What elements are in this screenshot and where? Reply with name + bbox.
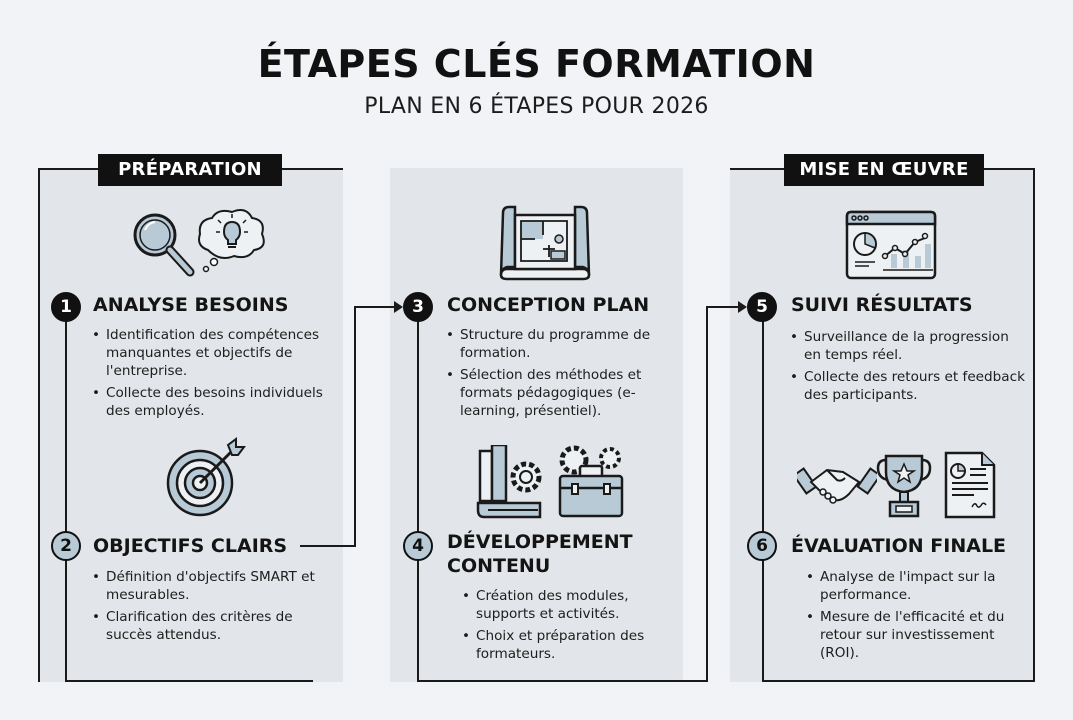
step-2-bullets: Définition d'objectifs SMART et mesurabl… bbox=[92, 568, 332, 648]
arrow-to-step-5-icon bbox=[738, 301, 747, 313]
step-5-bullets: Surveillance de la progression en temps … bbox=[790, 328, 1030, 408]
step-4-number-badge: 4 bbox=[403, 531, 433, 561]
page-subtitle: PLAN EN 6 ÉTAPES POUR 2026 bbox=[364, 94, 709, 119]
connector-2-3-vertical bbox=[354, 306, 356, 547]
step-6-number-badge: 6 bbox=[747, 531, 777, 561]
timeline-1-bottom bbox=[65, 680, 313, 682]
arrow-to-step-3-icon bbox=[394, 301, 403, 313]
trophy-icon bbox=[876, 454, 932, 518]
step-5-number-badge: 5 bbox=[747, 292, 777, 322]
blueprint-icon bbox=[499, 205, 591, 281]
step-4-title-line1: DÉVELOPPEMENT bbox=[447, 531, 633, 553]
timeline-2-vertical bbox=[417, 320, 419, 682]
report-document-icon bbox=[944, 451, 996, 519]
step-2-bullet: Définition d'objectifs SMART et mesurabl… bbox=[92, 568, 332, 604]
step-6-bullet: Analyse de l'impact sur la performance. bbox=[806, 568, 1026, 604]
mise-en-oeuvre-frame-right bbox=[1033, 168, 1035, 682]
target-arrow-icon bbox=[166, 437, 246, 517]
step-4-bullets: Création des modules, supports et activi… bbox=[462, 587, 672, 667]
page-title: ÉTAPES CLÉS FORMATION bbox=[257, 42, 816, 86]
step-2-bullet: Clarification des critères de succès att… bbox=[92, 608, 332, 644]
books-gear-icon bbox=[476, 445, 542, 519]
dashboard-analytics-icon bbox=[845, 210, 937, 280]
timeline-1-vertical bbox=[65, 320, 67, 682]
connector-2-3-top bbox=[354, 306, 396, 308]
step-3-bullet: Sélection des méthodes et formats pédago… bbox=[446, 366, 676, 420]
step-3-number-badge: 3 bbox=[403, 292, 433, 322]
connector-2-3-horizontal bbox=[300, 545, 356, 547]
step-6-bullets: Analyse de l'impact sur la performance. … bbox=[806, 568, 1026, 666]
step-1-bullet: Identification des compétences manquante… bbox=[92, 326, 342, 380]
handshake-icon bbox=[797, 467, 877, 504]
lightbulb-thought-icon bbox=[198, 209, 265, 273]
step-5-bullet: Collecte des retours et feedback des par… bbox=[790, 368, 1030, 404]
step-5-title: SUIVI RÉSULTATS bbox=[791, 294, 973, 316]
timeline-2-bottom bbox=[417, 680, 708, 682]
step-3-bullets: Structure du programme de formation. Sél… bbox=[446, 326, 676, 424]
preparation-frame-left bbox=[38, 168, 40, 682]
step-1-title: ANALYSE BESOINS bbox=[93, 294, 289, 316]
step-2-number-badge: 2 bbox=[51, 531, 81, 561]
phase-tag-preparation: PRÉPARATION bbox=[98, 154, 282, 186]
step-2-title: OBJECTIFS CLAIRS bbox=[93, 535, 288, 557]
step-3-bullet: Structure du programme de formation. bbox=[446, 326, 676, 362]
step-6-bullet: Mesure de l'efficacité et du retour sur … bbox=[806, 608, 1026, 662]
toolbox-gears-icon bbox=[558, 445, 624, 518]
step-6-title: ÉVALUATION FINALE bbox=[791, 535, 1007, 557]
magnifier-icon bbox=[133, 213, 195, 277]
step-1-bullet: Collecte des besoins individuels des emp… bbox=[92, 384, 342, 420]
timeline-3-vertical bbox=[762, 320, 764, 682]
step-4-bullet: Création des modules, supports et activi… bbox=[462, 587, 672, 623]
step-1-bullets: Identification des compétences manquante… bbox=[92, 326, 342, 424]
step-1-number-badge: 1 bbox=[51, 292, 81, 322]
step-4-title-line2: CONTENU bbox=[447, 555, 551, 577]
timeline-3-bottom bbox=[762, 680, 1035, 682]
step-3-title: CONCEPTION PLAN bbox=[447, 294, 650, 316]
phase-tag-mise-en-oeuvre: MISE EN ŒUVRE bbox=[784, 154, 984, 186]
connector-4-5-vertical bbox=[706, 306, 708, 682]
connector-4-5-top bbox=[706, 306, 740, 308]
step-4-bullet: Choix et préparation des formateurs. bbox=[462, 627, 672, 663]
step-5-bullet: Surveillance de la progression en temps … bbox=[790, 328, 1030, 364]
